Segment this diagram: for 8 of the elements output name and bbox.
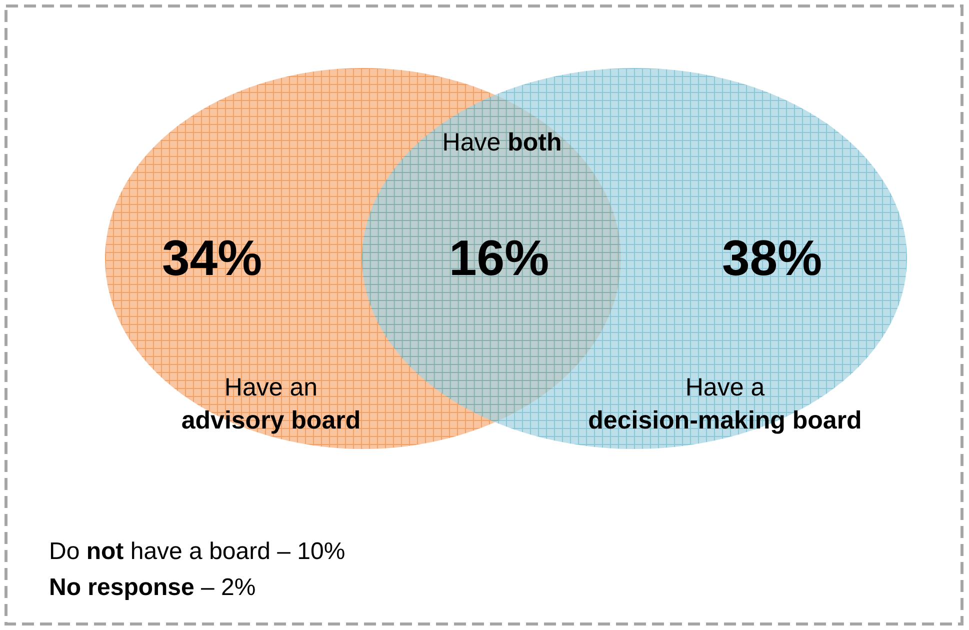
percentage-value: 34% [162, 233, 262, 283]
overlap-label: Have both [442, 130, 562, 156]
category-label: Have an advisory board [181, 372, 361, 436]
percentage-value: 38% [722, 233, 822, 283]
percentage-value: 16% [448, 233, 550, 283]
category-label: Have a decision-making board [588, 372, 862, 436]
note-text: Do not have a board – 10% [49, 540, 346, 564]
note-text: No response – 2% [49, 576, 256, 600]
